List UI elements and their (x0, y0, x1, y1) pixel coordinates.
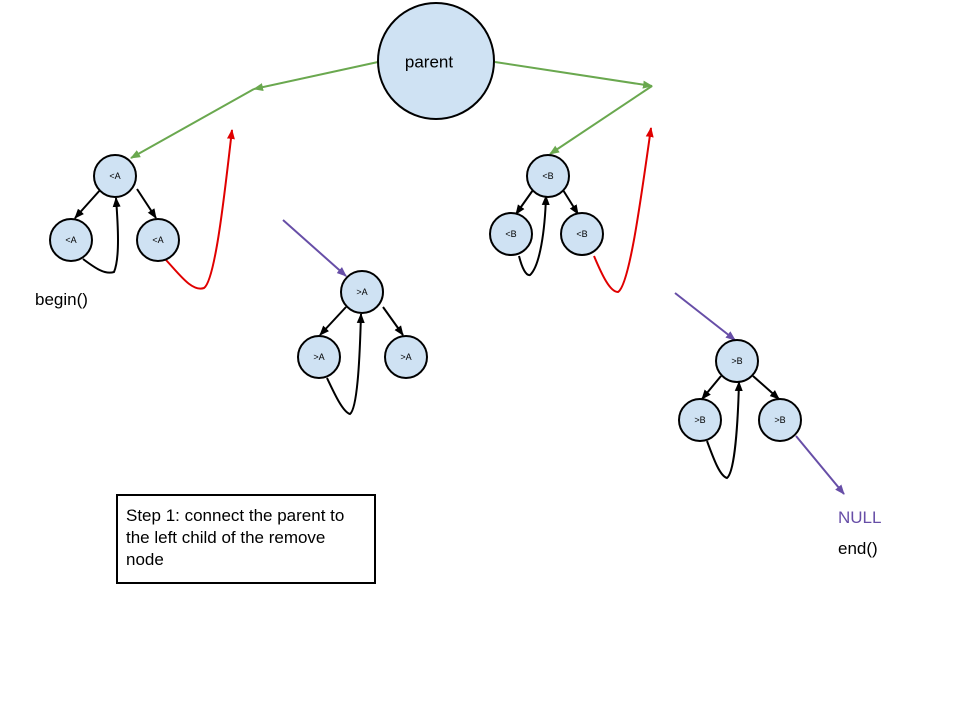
less-b-right (560, 212, 604, 256)
step-text: Step 1: connect the parent to the left c… (126, 506, 345, 569)
parent-left-link (253, 61, 379, 91)
subtree-greater-a: >A >A >A (282, 219, 428, 416)
parent-label: parent (405, 53, 453, 72)
end-label: end() (838, 539, 878, 558)
less-a-root-label: <A (109, 171, 120, 181)
less-b-left-label: <B (505, 229, 516, 239)
greater-a-left (297, 335, 341, 379)
greater-b-left-label: >B (694, 415, 705, 425)
less-b-root-label: <B (542, 171, 553, 181)
less-a-left-label: <A (65, 235, 76, 245)
greater-b-root-label: >B (731, 356, 742, 366)
greater-a-right (384, 335, 428, 379)
parent-node: parent (377, 2, 495, 120)
less-b-right-label: <B (576, 229, 587, 239)
subtree-less-a: <A <A <A (49, 129, 235, 290)
less-a-left (49, 218, 93, 262)
less-b-left (489, 212, 533, 256)
less-a-right (136, 218, 180, 262)
greater-a-left-label: >A (313, 352, 324, 362)
greater-b-right (758, 398, 802, 442)
less-b-root (526, 154, 570, 198)
left-link-to-less-a (130, 88, 255, 159)
greater-a-right-label: >A (400, 352, 411, 362)
greater-b-right-label: >B (774, 415, 785, 425)
greater-a-root (340, 270, 384, 314)
greater-b-left (678, 398, 722, 442)
parent-right-link (494, 61, 653, 89)
greater-a-root-label: >A (356, 287, 367, 297)
right-link-to-less-b (549, 85, 653, 155)
subtree-greater-b: >B >B >B (674, 292, 845, 495)
parent-links (130, 61, 653, 159)
subtree-less-b: <B <B <B (489, 127, 654, 294)
less-a-right-label: <A (152, 235, 163, 245)
less-a-root (93, 154, 137, 198)
null-label: NULL (838, 508, 882, 527)
greater-b-root (715, 339, 759, 383)
step-caption: Step 1: connect the parent to the left c… (116, 494, 376, 584)
begin-label: begin() (35, 290, 88, 309)
